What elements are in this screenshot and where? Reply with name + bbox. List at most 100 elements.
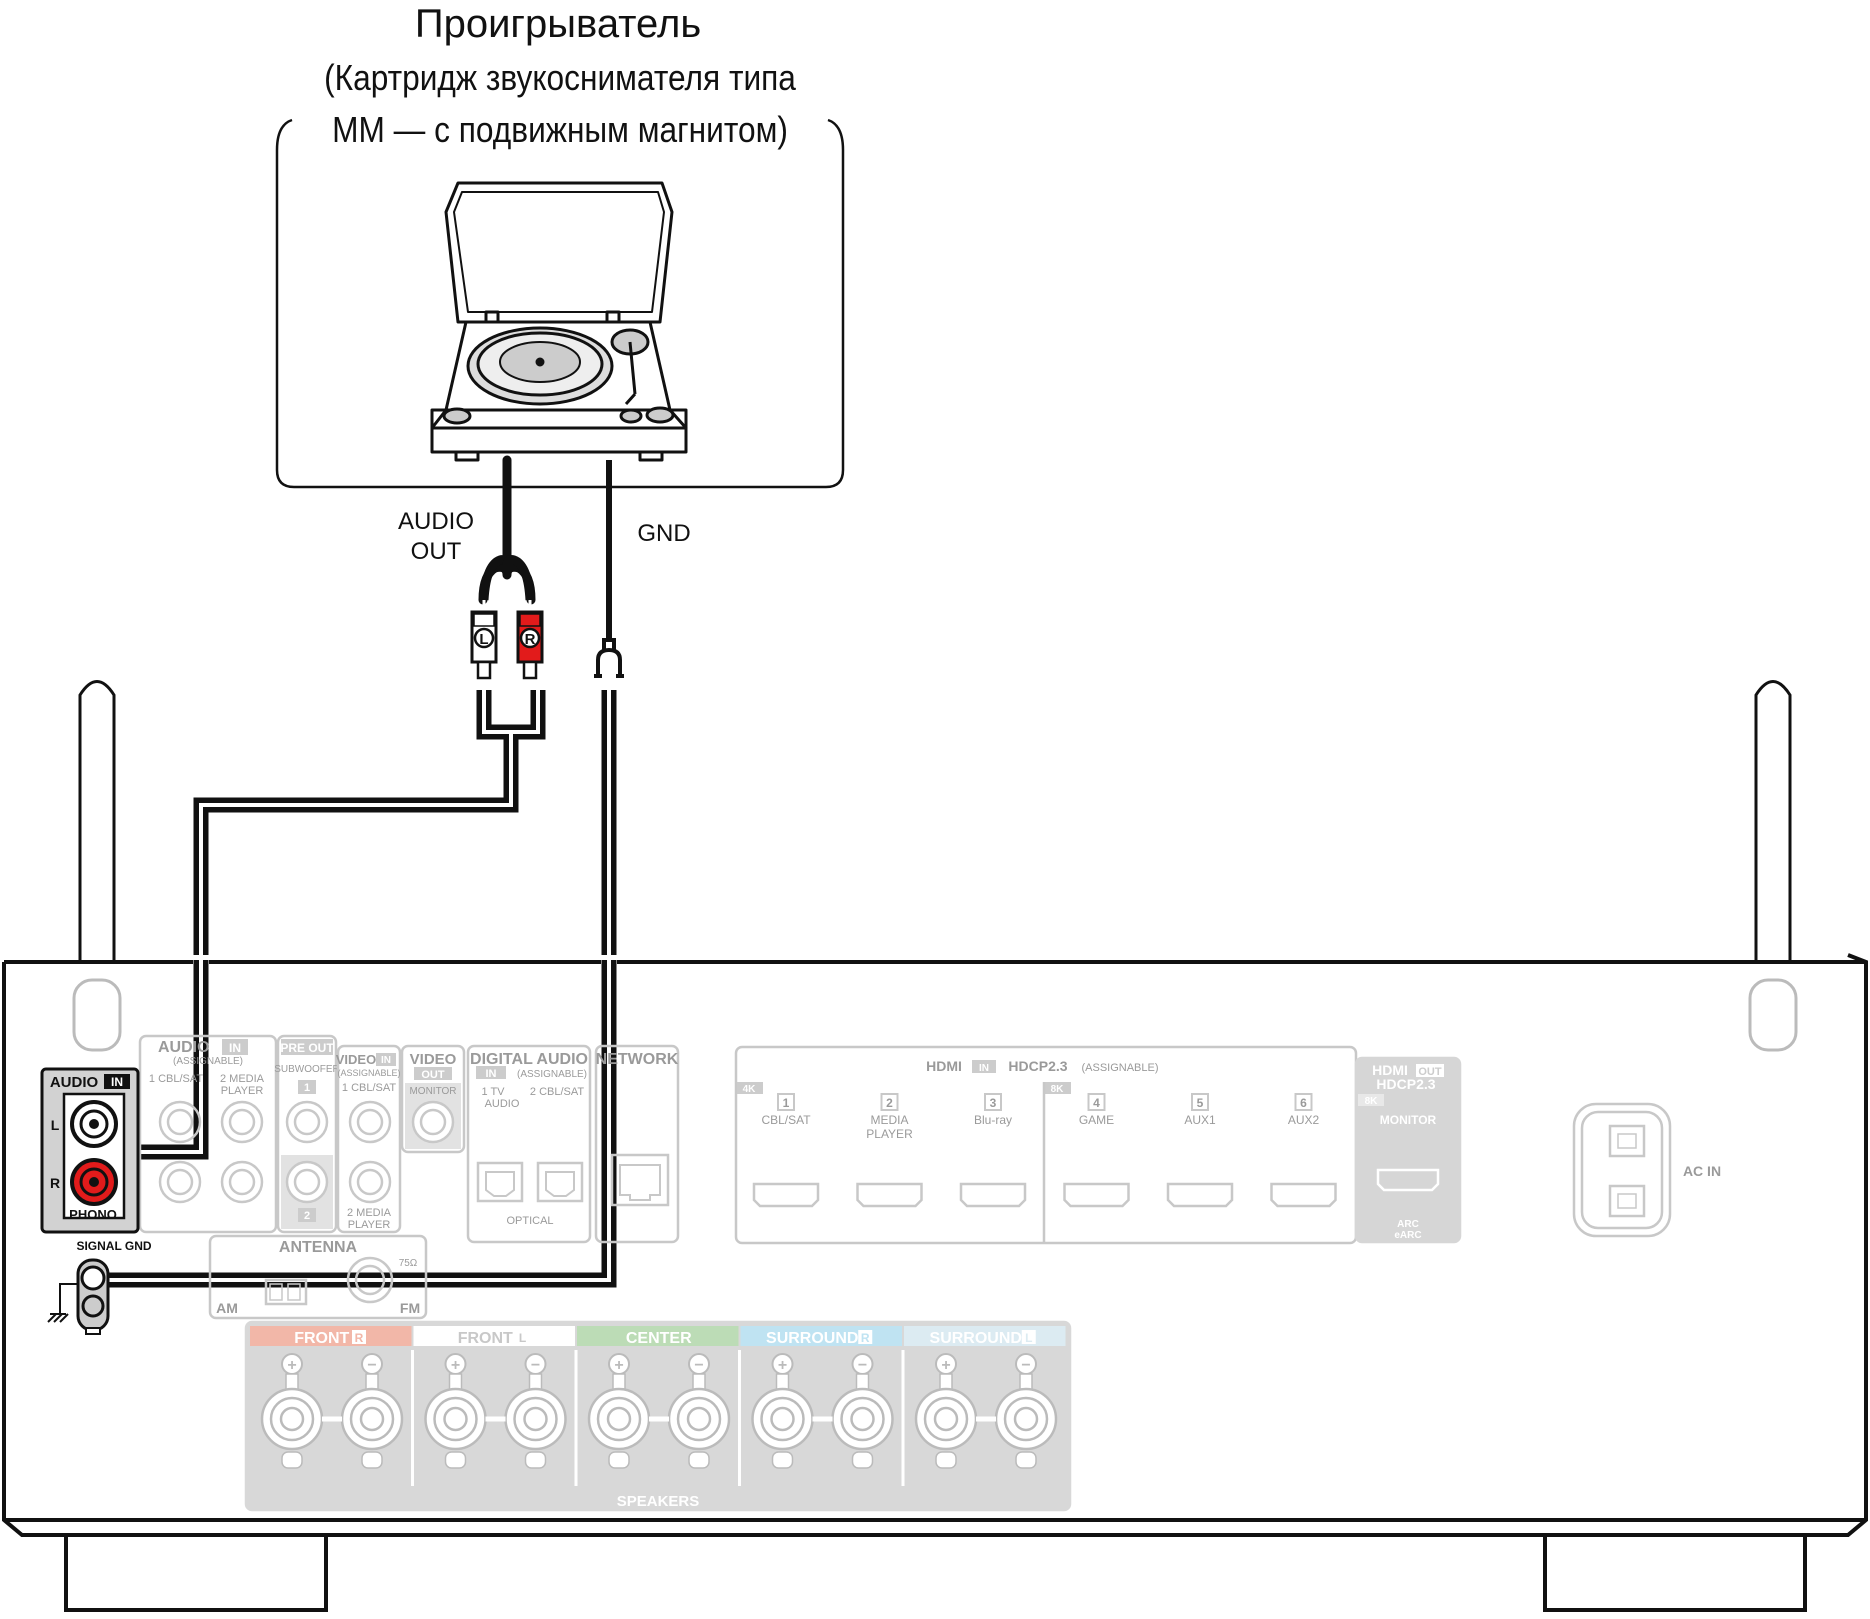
antenna-left	[72, 680, 122, 1052]
phono-label: PHONO	[69, 1207, 117, 1222]
plus-icon: +	[614, 1357, 623, 1374]
svg-text:AUDIO: AUDIO	[485, 1098, 520, 1110]
svg-text:AC IN: AC IN	[1683, 1163, 1721, 1179]
svg-text:2: 2	[304, 1210, 310, 1222]
svg-text:1 CBL/SAT: 1 CBL/SAT	[342, 1082, 396, 1094]
phono-r-label: R	[50, 1175, 60, 1191]
svg-text:AM: AM	[216, 1300, 238, 1316]
hdmi-port-number: 3	[990, 1096, 997, 1110]
speaker-terminal-minus[interactable]: −	[340, 1353, 404, 1469]
speaker-channel-label: SURROUND	[930, 1330, 1022, 1347]
video-out-block: VIDEO OUT MONITOR	[400, 1044, 466, 1154]
audio-out-label-line2: OUT	[411, 538, 462, 565]
hdmi-socket	[856, 1182, 923, 1208]
minus-icon: −	[531, 1357, 540, 1374]
hdmi-port-number: 4	[1093, 1096, 1100, 1110]
speaker-terminal-plus[interactable]: +	[914, 1353, 978, 1469]
svg-text:VIDEO: VIDEO	[336, 1052, 376, 1067]
svg-text:2 MEDIA: 2 MEDIA	[220, 1073, 265, 1085]
hdmi-out-block: HDMI OUT HDCP2.3 8K MONITOR ARC eARC	[1354, 1056, 1462, 1244]
speaker-terminal-plus[interactable]: +	[260, 1353, 324, 1469]
plus-icon: +	[941, 1357, 950, 1374]
svg-text:HDCP2.3: HDCP2.3	[1008, 1058, 1067, 1074]
speaker-terminal-minus[interactable]: −	[667, 1353, 731, 1469]
device-subtitle-line2: MM — с подвижным магнитом)	[332, 110, 788, 150]
svg-text:8K: 8K	[1051, 1084, 1065, 1095]
svg-text:PRE OUT: PRE OUT	[280, 1041, 334, 1055]
hdmi-port-label: GAME	[1079, 1113, 1114, 1127]
hdmi-port-label-line2: PLAYER	[866, 1127, 913, 1141]
svg-text:(ASSIGNABLE): (ASSIGNABLE)	[173, 1056, 243, 1067]
svg-text:HDMI: HDMI	[1372, 1062, 1408, 1078]
svg-text:OUT: OUT	[1418, 1066, 1442, 1078]
speaker-side-badge: R	[355, 1331, 364, 1345]
svg-text:NETWORK: NETWORK	[596, 1051, 679, 1068]
hdmi-port-number: 2	[886, 1096, 893, 1110]
rear-panel-faded: AUDIO IN (ASSIGNABLE) 1 CBL/SAT 2 MEDIA …	[138, 1034, 1721, 1512]
hdmi-socket	[1270, 1182, 1337, 1208]
hdmi-port-label: MEDIA	[870, 1113, 908, 1127]
svg-text:2 MEDIA: 2 MEDIA	[347, 1207, 392, 1219]
video-in-block: VIDEO IN (ASSIGNABLE) 1 CBL/SAT 2 MEDIA …	[336, 1044, 402, 1234]
digital-audio-block: DIGITAL AUDIO IN (ASSIGNABLE) 1 TV AUDIO…	[466, 1044, 592, 1244]
device-frame	[275, 118, 845, 489]
svg-text:OUT: OUT	[421, 1069, 445, 1081]
plus-icon: +	[287, 1357, 296, 1374]
hdmi-port-number: 5	[1197, 1096, 1204, 1110]
minus-icon: −	[1021, 1357, 1030, 1374]
svg-text:FM: FM	[400, 1300, 420, 1316]
audio-in-label: AUDIO	[50, 1074, 99, 1091]
svg-text:MONITOR: MONITOR	[409, 1086, 456, 1097]
svg-text:OPTICAL: OPTICAL	[506, 1215, 553, 1227]
hdmi-socket	[1166, 1182, 1234, 1208]
svg-text:SUBWOOFER: SUBWOOFER	[274, 1064, 340, 1075]
antenna-right	[1748, 680, 1798, 1052]
svg-text:4K: 4K	[743, 1084, 757, 1095]
receiver-chassis	[2, 953, 1868, 1612]
minus-icon: −	[367, 1357, 376, 1374]
speaker-terminal-minus[interactable]: −	[831, 1353, 894, 1469]
ground-icon	[47, 1283, 78, 1323]
speaker-terminal-minus[interactable]: −	[994, 1353, 1058, 1469]
plus-icon: +	[451, 1357, 460, 1374]
svg-text:PLAYER: PLAYER	[348, 1219, 391, 1231]
svg-text:VIDEO: VIDEO	[410, 1051, 457, 1068]
speaker-side-badge: L	[1025, 1331, 1032, 1345]
speaker-channel-label: FRONT	[294, 1330, 349, 1347]
hdmi-port-label: AUX1	[1184, 1113, 1216, 1127]
svg-text:IN: IN	[229, 1041, 241, 1055]
phono-l-label: L	[51, 1117, 60, 1133]
svg-text:AUDIO: AUDIO	[158, 1039, 210, 1056]
rca-plug-right: R	[516, 610, 544, 680]
antenna-terminal-block: ANTENNA AM 75Ω FM	[208, 1234, 428, 1320]
svg-text:8K: 8K	[1365, 1096, 1379, 1107]
speaker-channel-1: FRONT R + −	[250, 1326, 412, 1469]
phono-input-block: AUDIO IN L R PHONO	[40, 1067, 140, 1234]
speaker-terminal-plus[interactable]: +	[424, 1353, 487, 1469]
hdmi-port-number: 1	[783, 1096, 790, 1110]
speaker-terminal-plus[interactable]: +	[751, 1353, 814, 1469]
speaker-channel-3: CENTER+−	[574, 1326, 739, 1486]
plus-icon: +	[778, 1357, 787, 1374]
signal-gnd-label: SIGNAL GND	[76, 1239, 151, 1253]
svg-text:IN: IN	[486, 1068, 497, 1080]
svg-text:HDCP2.3: HDCP2.3	[1376, 1076, 1435, 1092]
ac-in-socket: AC IN	[1572, 1102, 1721, 1238]
plug-right-label: R	[525, 631, 536, 648]
hdmi-port-label: AUX2	[1288, 1113, 1320, 1127]
minus-icon: −	[694, 1357, 703, 1374]
speaker-side-badge: R	[861, 1331, 870, 1345]
speaker-terminal-minus[interactable]: −	[504, 1353, 567, 1469]
svg-text:HDMI: HDMI	[926, 1058, 962, 1074]
svg-text:MONITOR: MONITOR	[1380, 1113, 1437, 1127]
network-block: NETWORK	[594, 1044, 680, 1244]
